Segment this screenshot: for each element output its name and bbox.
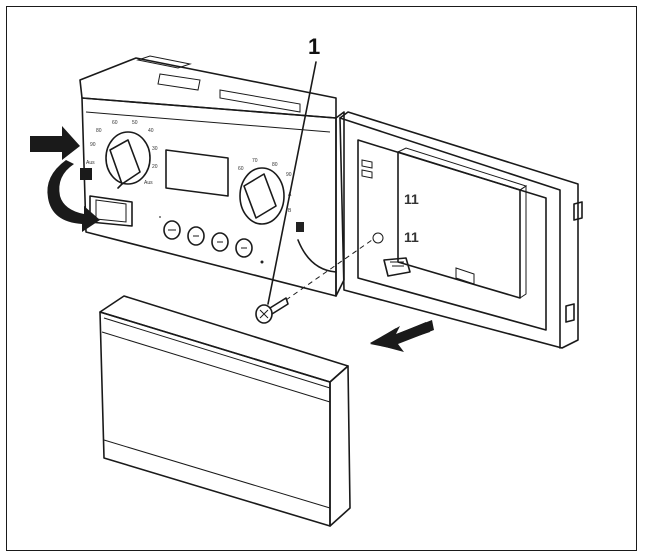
svg-text:20: 20: [152, 164, 158, 170]
svg-text:50: 50: [132, 120, 138, 126]
pull-out-arrow-icon: [370, 320, 434, 352]
callout-leader: [267, 61, 317, 305]
svg-text:90: 90: [286, 172, 292, 178]
front-cover: [99, 295, 351, 527]
screw-icon: [255, 297, 289, 324]
svg-text:60: 60: [238, 166, 244, 172]
svg-text:Aus: Aus: [86, 160, 95, 166]
svg-text:80: 80: [272, 162, 278, 168]
hinged-cover-panel: 11 11: [285, 111, 583, 349]
right-knob: [239, 167, 285, 225]
button-row: [163, 220, 253, 258]
svg-text:Aus: Aus: [144, 180, 153, 186]
rotate-arrow-icon: [47, 160, 100, 232]
svg-text:60: 60: [112, 120, 118, 126]
svg-text:30: 30: [152, 146, 158, 152]
left-knob: [105, 131, 151, 189]
svg-text:70: 70: [252, 158, 258, 164]
panel-mark: 11: [404, 191, 419, 207]
svg-text:90: 90: [90, 142, 96, 148]
svg-text:B: B: [288, 208, 292, 214]
svg-text:80: 80: [96, 128, 102, 134]
panel-mark: 11: [404, 229, 419, 245]
svg-text:40: 40: [148, 128, 154, 134]
arrow-in-icon: [30, 126, 80, 160]
callout-number: 1: [308, 34, 320, 59]
